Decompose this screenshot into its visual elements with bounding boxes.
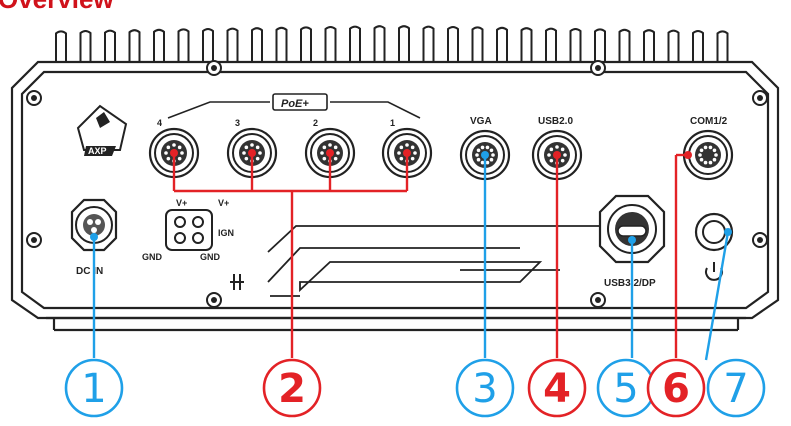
callout-number: 2 [278, 366, 306, 412]
fin [644, 30, 654, 62]
fin [620, 30, 630, 62]
fin [448, 27, 458, 62]
callout-number: 3 [472, 366, 497, 412]
usb20-label: USB2.0 [538, 116, 573, 127]
screw [207, 61, 221, 75]
chassis [12, 62, 778, 330]
heatsink-fins [56, 26, 728, 62]
fin [301, 27, 311, 62]
fin [522, 28, 532, 62]
fin [473, 27, 483, 62]
callout-number: 4 [543, 366, 571, 412]
callout-5: 5 [598, 360, 654, 416]
vplus-label-left: V+ [176, 198, 187, 208]
port-number-1: 1 [390, 118, 395, 128]
callout-number: 5 [613, 366, 638, 412]
usb32dp-label: USB3.2/DP [604, 278, 656, 289]
screw [753, 233, 767, 247]
callout-2: 2 [264, 360, 320, 416]
fin [277, 28, 287, 62]
vplus-label-right: V+ [218, 198, 229, 208]
fin [105, 31, 115, 62]
screw [207, 293, 221, 307]
screw [27, 91, 41, 105]
gnd-label-right: GND [200, 252, 221, 262]
com-label: COM1/2 [690, 116, 728, 127]
fin [718, 31, 728, 62]
dcin-label: DC IN [76, 266, 103, 277]
fin [669, 31, 679, 62]
fin [546, 29, 556, 62]
fin [81, 31, 91, 62]
fin [497, 28, 507, 62]
ign-label: IGN [218, 228, 234, 238]
brand-text: AXP [88, 146, 107, 156]
callout-7: 7 [708, 360, 764, 416]
callout-number: 7 [723, 366, 748, 412]
page-title: Overview [0, 0, 114, 14]
fin [179, 29, 189, 62]
fin [130, 30, 140, 62]
callout-6: 6 [648, 360, 704, 416]
fin [375, 26, 385, 62]
vga-label: VGA [470, 116, 492, 127]
screw [27, 233, 41, 247]
fin [228, 29, 238, 62]
port-number-3: 3 [235, 118, 240, 128]
callout-4: 4 [529, 360, 585, 416]
fin [252, 28, 262, 62]
callout-3: 3 [457, 360, 513, 416]
fin [350, 27, 360, 62]
fin [203, 29, 213, 62]
fin [571, 29, 581, 62]
port-number-4: 4 [157, 118, 162, 128]
fin [595, 29, 605, 62]
callout-number: 6 [662, 366, 690, 412]
fin [399, 26, 409, 62]
poe-label: PoE+ [281, 98, 309, 110]
power-terminal [166, 210, 212, 250]
callout-1: 1 [66, 360, 122, 416]
screw [753, 91, 767, 105]
fin [154, 30, 164, 62]
fin [326, 27, 336, 62]
fin [56, 31, 66, 62]
screw [591, 61, 605, 75]
screw [591, 293, 605, 307]
gnd-label-left: GND [142, 252, 163, 262]
port-number-2: 2 [313, 118, 318, 128]
fin [693, 31, 703, 62]
callout-number: 1 [81, 366, 106, 412]
fin [424, 27, 434, 62]
